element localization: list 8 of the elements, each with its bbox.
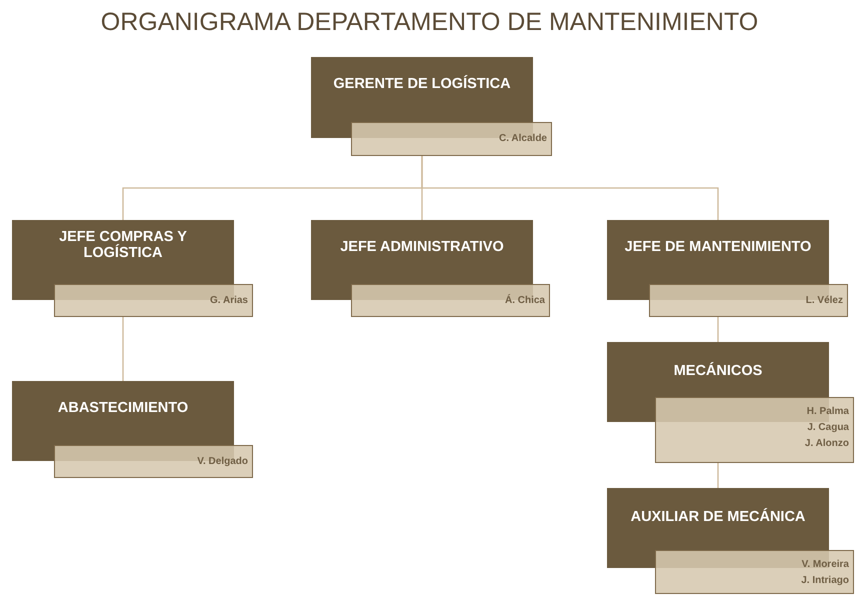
person-name: J. Alonzo [804, 437, 849, 451]
connector-line [421, 156, 719, 220]
person-name: J. Cagua [807, 421, 849, 435]
diagram-title: ORGANIGRAMA DEPARTAMENTO DE MANTENIMIENTO [100, 8, 760, 37]
connector-line [122, 317, 124, 381]
connector-line [717, 317, 719, 342]
person-name: J. Intriago [801, 574, 849, 588]
connector-line [717, 463, 719, 488]
